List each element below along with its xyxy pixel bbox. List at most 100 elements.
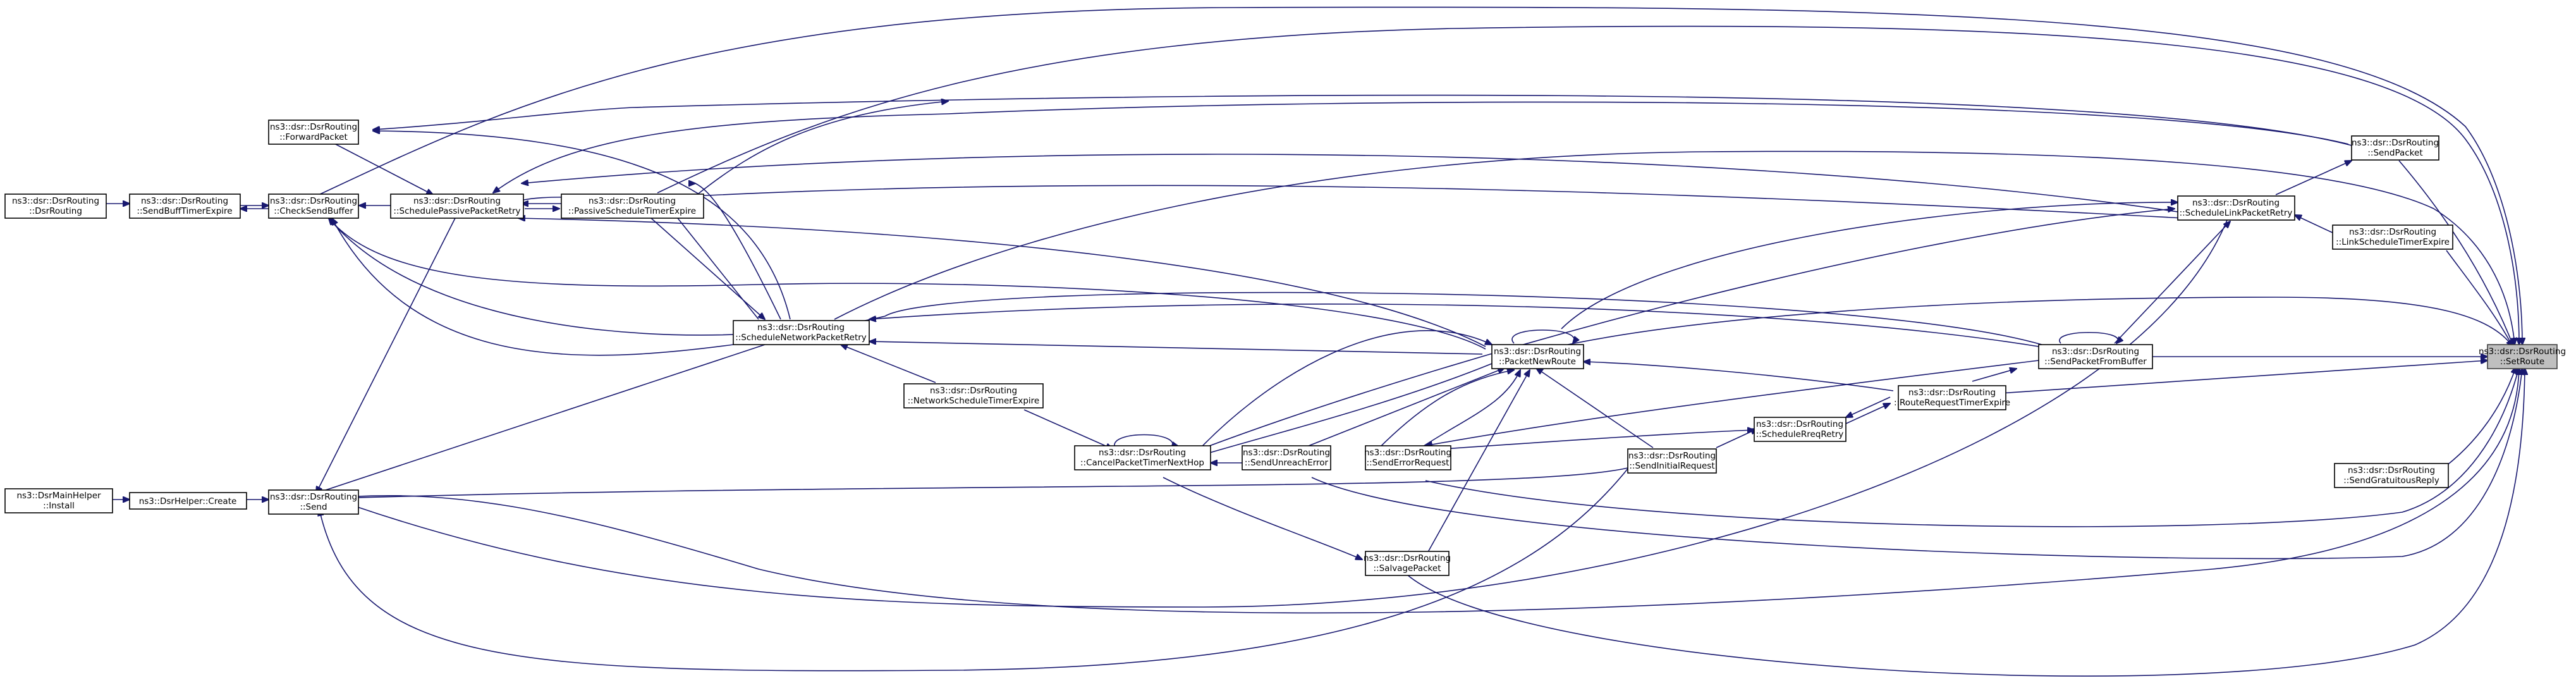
edges bbox=[106, 6, 2525, 677]
edge-send-setroute bbox=[290, 368, 2519, 614]
edge-senderror-packetnew bbox=[1415, 370, 1520, 451]
node-unreach-line2: ::SendUnreachError bbox=[1245, 458, 1329, 468]
node-sendgratuitousreply[interactable]: ns3::dsr::DsrRouting ::SendGratuitousRep… bbox=[2334, 463, 2449, 488]
edge-passive-send bbox=[316, 218, 456, 493]
node-checksendbuffer[interactable]: ns3::dsr::DsrRouting ::CheckSendBuffer bbox=[268, 193, 359, 219]
node-sendunreacherror[interactable]: ns3::dsr::DsrRouting ::SendUnreachError bbox=[1242, 445, 1331, 470]
node-sendinitialrequest[interactable]: ns3::dsr::DsrRouting ::SendInitialReques… bbox=[1627, 448, 1717, 474]
node-linkschedule-line2: ::LinkScheduleTimerExpire bbox=[2336, 237, 2450, 247]
edge-unreach-packetnew bbox=[1292, 368, 1505, 453]
edge-networkretry-forward-2 bbox=[373, 131, 791, 320]
edge-buffer-checksend bbox=[329, 218, 2042, 345]
node-dsrrouting-ctor[interactable]: ns3::dsr::DsrRouting ::DsrRouting bbox=[4, 193, 107, 219]
node-schedulenetworkpacketretry[interactable]: ns3::dsr::DsrRouting ::ScheduleNetworkPa… bbox=[733, 320, 870, 345]
node-sendpacket[interactable]: ns3::dsr::DsrRouting ::SendPacket bbox=[2351, 135, 2439, 161]
edge-passive-setroute bbox=[657, 25, 2519, 345]
node-sendpacket-line1: ns3::dsr::DsrRouting bbox=[2352, 138, 2439, 148]
node-schedulepassivepacketretry[interactable]: ns3::dsr::DsrRouting ::SchedulePassivePa… bbox=[390, 193, 524, 219]
node-schedulelinkpacketretry[interactable]: ns3::dsr::DsrRouting ::ScheduleLinkPacke… bbox=[2177, 195, 2295, 221]
edge-cancel-schedulelink bbox=[1200, 209, 2175, 450]
node-packetnewroute[interactable]: ns3::dsr::DsrRouting ::PacketNewRoute bbox=[1491, 344, 1584, 369]
edge-networkretry-forward bbox=[695, 183, 781, 320]
node-cancel-line1: ns3::dsr::DsrRouting bbox=[1099, 448, 1186, 458]
edge-senderror-setroute bbox=[1425, 367, 2519, 527]
edge-schedulelink-passive bbox=[522, 154, 2178, 212]
node-packetnew-line2: ::PacketNewRoute bbox=[1499, 357, 1576, 367]
node-gratuitous-line2: ::SendGratuitousReply bbox=[2343, 476, 2439, 486]
node-dsrhelper-create[interactable]: ns3::DsrHelper::Create bbox=[129, 492, 247, 510]
node-passivetimer-line1: ns3::dsr::DsrRouting bbox=[589, 196, 676, 206]
node-salvage-line1: ns3::dsr::DsrRouting bbox=[1364, 553, 1451, 563]
node-checksend-line1: ns3::dsr::DsrRouting bbox=[270, 196, 357, 206]
node-linkscheduletimerexpire[interactable]: ns3::dsr::DsrRouting ::LinkScheduleTimer… bbox=[2332, 224, 2453, 250]
node-send-line2: ::Send bbox=[300, 502, 327, 512]
edge-sendpacket-setroute bbox=[2398, 160, 2514, 348]
edge-buffer-networkretry bbox=[869, 304, 2039, 347]
node-ctor-line2: ::DsrRouting bbox=[29, 206, 82, 216]
edge-sendpacket-passive bbox=[493, 101, 2349, 193]
edge-rreq-routerequest bbox=[1845, 403, 1890, 424]
edge-networkretry-setroute bbox=[834, 150, 2515, 345]
edge-cancel-self bbox=[1114, 434, 1173, 450]
edge-packetnew-networkretry bbox=[869, 341, 1483, 355]
edge-salvage-packetnew bbox=[1425, 370, 1530, 557]
edge-routerequest-setroute bbox=[1999, 360, 2487, 394]
node-dsrmainhelper-install[interactable]: ns3::DsrMainHelper ::Install bbox=[4, 488, 113, 513]
edge-schedulelink-sendpacket bbox=[2275, 161, 2352, 195]
edge-senderror-packetnew-2 bbox=[1377, 370, 1514, 450]
edge-packetnew-checksend bbox=[329, 218, 1486, 350]
node-networkretry-line2: ::ScheduleNetworkPacketRetry bbox=[735, 333, 867, 343]
edge-routerequest-packetnew bbox=[1584, 362, 1894, 391]
node-sendpacketfrombuffer[interactable]: ns3::dsr::DsrRouting ::SendPacketFromBuf… bbox=[2038, 344, 2153, 369]
edge-gratuitous-setroute bbox=[2439, 367, 2516, 471]
node-sendbufftimerexpire[interactable]: ns3::dsr::DsrRouting ::SendBuffTimerExpi… bbox=[129, 193, 241, 219]
edge-network-cancel bbox=[1023, 409, 1113, 449]
node-senderrorrequest[interactable]: ns3::dsr::DsrRouting ::SendErrorRequest bbox=[1364, 445, 1451, 470]
node-checksend-line2: ::CheckSendBuffer bbox=[274, 206, 353, 216]
node-send[interactable]: ns3::dsr::DsrRouting ::Send bbox=[268, 489, 359, 515]
node-routerequest-line1: ns3::dsr::DsrRouting bbox=[1908, 388, 1996, 398]
node-salvagepacket[interactable]: ns3::dsr::DsrRouting ::SalvagePacket bbox=[1364, 551, 1451, 576]
node-rreq-line2: ::ScheduleRreqRetry bbox=[1756, 429, 1844, 439]
node-networkscheduletimerexpire[interactable]: ns3::dsr::DsrRouting ::NetworkScheduleTi… bbox=[903, 383, 1044, 408]
node-packetnew-line1: ns3::dsr::DsrRouting bbox=[1494, 347, 1581, 357]
node-networkretry-line1: ns3::dsr::DsrRouting bbox=[757, 322, 845, 333]
node-passivetimer-line2: ::PassiveScheduleTimerExpire bbox=[568, 206, 696, 216]
edge-packetnew-passive bbox=[518, 218, 1486, 347]
node-sendbuff-line2: ::SendBuffTimerExpire bbox=[137, 206, 232, 216]
edge-networkretry-passive-x bbox=[670, 209, 759, 320]
edge-buffer-schedulelink bbox=[2114, 221, 2230, 344]
node-sendpacket-line2: ::SendPacket bbox=[2367, 148, 2422, 158]
edge-cancel-packetnew bbox=[1194, 330, 1492, 455]
node-forward-line2: ::ForwardPacket bbox=[279, 132, 348, 142]
node-helper-line1: ns3::DsrHelper::Create bbox=[139, 496, 237, 507]
node-unreach-line1: ns3::dsr::DsrRouting bbox=[1243, 448, 1330, 458]
node-initial-line2: ::SendInitialRequest bbox=[1629, 461, 1714, 471]
edge-linkschedule-schedulelink bbox=[2295, 215, 2333, 233]
edge-schedulelink-checksend bbox=[506, 185, 2185, 219]
edge-buffer-senderror bbox=[1425, 360, 2039, 446]
edge-send-setroute-2 bbox=[353, 209, 2231, 608]
node-passivescheduletimerexpire[interactable]: ns3::dsr::DsrRouting ::PassiveScheduleTi… bbox=[561, 193, 704, 219]
edge-cancel-salvage bbox=[1163, 477, 1362, 560]
node-network-line1: ns3::dsr::DsrRouting bbox=[930, 386, 1017, 396]
edge-linkschedule-setroute bbox=[2446, 250, 2514, 349]
node-senderror-line1: ns3::dsr::DsrRouting bbox=[1364, 448, 1451, 458]
node-mainhelper-line1: ns3::DsrMainHelper bbox=[16, 491, 101, 501]
node-forward-line1: ns3::dsr::DsrRouting bbox=[270, 122, 357, 132]
edge-packetnew-self bbox=[1511, 329, 1574, 343]
edge-schedulelink-packetnew bbox=[1561, 202, 2178, 329]
node-salvage-line2: ::SalvagePacket bbox=[1374, 563, 1441, 574]
node-cancelpackettimernexthop[interactable]: ns3::dsr::DsrRouting ::CancelPacketTimer… bbox=[1074, 445, 1211, 470]
node-setroute[interactable]: ns3::dsr::DsrRouting ::SetRoute bbox=[2479, 344, 2566, 369]
edge-networkretry-send bbox=[316, 344, 766, 493]
node-setroute-line2: ::SetRoute bbox=[2500, 357, 2544, 367]
edge-salvage-setroute bbox=[1406, 368, 2525, 677]
node-routerequesttimerexpire[interactable]: ns3::dsr::DsrRouting ::RouteRequestTimer… bbox=[1894, 385, 2010, 410]
edge-passivetimer-setroute-side bbox=[695, 101, 948, 197]
node-linkschedule-line1: ns3::dsr::DsrRouting bbox=[2349, 227, 2436, 237]
node-forwardpacket[interactable]: ns3::dsr::DsrRouting ::ForwardPacket bbox=[268, 120, 359, 145]
node-buffer-line1: ns3::dsr::DsrRouting bbox=[2052, 347, 2139, 357]
node-schedulerreqretry[interactable]: ns3::dsr::DsrRouting ::ScheduleRreqRetry bbox=[1754, 417, 1847, 442]
